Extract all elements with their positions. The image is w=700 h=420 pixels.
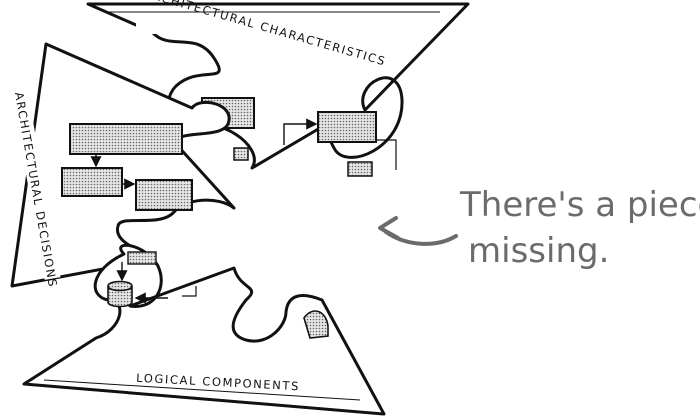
bottom-puzzle-piece: LOGICAL COMPONENTS <box>22 243 386 416</box>
component-box <box>233 147 249 161</box>
component-box <box>127 251 157 265</box>
component-box <box>135 179 193 211</box>
missing-piece-annotation: There's a piece missing. <box>378 185 700 271</box>
connector-arrow <box>283 118 318 145</box>
component-box <box>347 161 373 177</box>
annotation-line-1: There's a piece <box>459 185 700 225</box>
connector-line <box>376 139 397 170</box>
database-icon <box>107 280 133 308</box>
annotation-line-2: missing. <box>468 231 609 271</box>
component-box <box>61 167 123 197</box>
connector-line <box>182 286 197 297</box>
arrowhead-icon <box>378 216 400 240</box>
component-box <box>303 310 329 339</box>
component-box <box>317 111 377 143</box>
component-box <box>69 123 183 155</box>
left-puzzle-piece: ARCHITECTURAL DECISIONS <box>10 42 236 289</box>
